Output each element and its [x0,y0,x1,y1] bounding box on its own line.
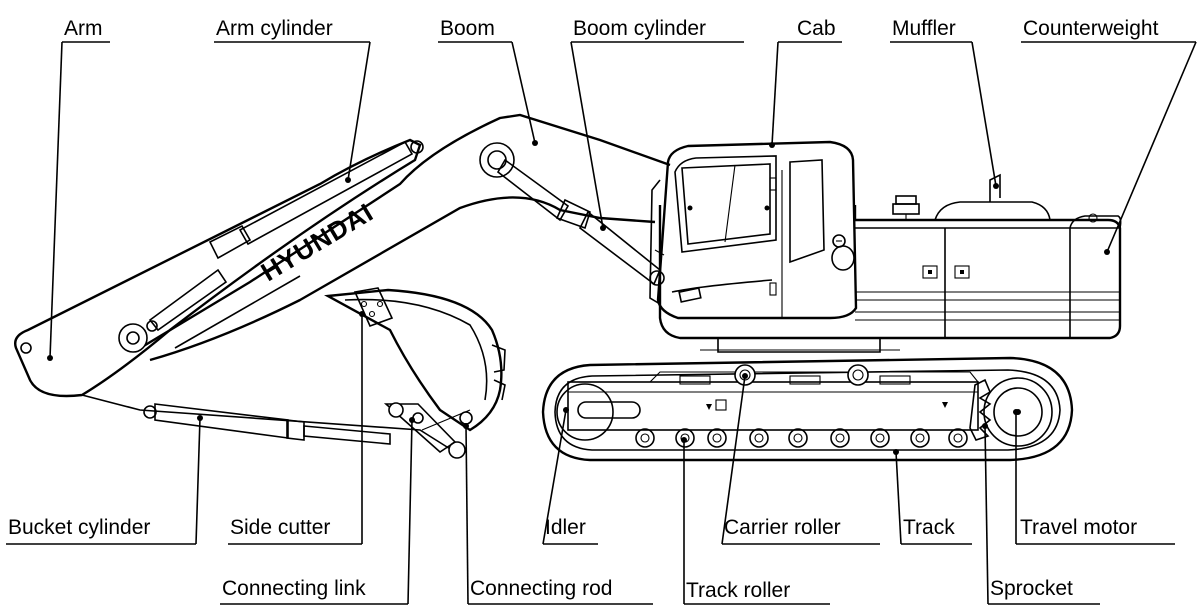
svg-text:Track roller: Track roller [686,579,790,602]
label-track: Track [893,449,972,545]
svg-text:Muffler: Muffler [892,17,956,40]
label-bucket-cylinder: Bucket cylinder [6,415,203,545]
svg-text:Boom: Boom [440,17,495,40]
svg-text:Boom cylinder: Boom cylinder [573,17,706,40]
track-rollers [635,428,968,448]
label-travel-motor: Travel motor [1013,409,1175,545]
label-track-roller: Track roller [681,437,830,605]
label-arm: Arm [47,17,110,361]
label-arm-cylinder: Arm cylinder [214,17,371,183]
svg-text:Arm cylinder: Arm cylinder [216,17,333,40]
svg-text:Travel motor: Travel motor [1020,516,1137,539]
label-idler: Idler [542,407,598,545]
bucket-drawing [324,287,506,459]
sprocket-wheel [969,377,1053,447]
boom-cylinder-drawing [496,158,665,286]
svg-text:Side cutter: Side cutter [230,516,330,539]
svg-text:Idler: Idler [545,516,586,539]
label-connecting-link: Connecting link [220,417,415,605]
label-cab: Cab [769,17,842,148]
svg-text:Sprocket: Sprocket [990,577,1073,600]
svg-text:Bucket cylinder: Bucket cylinder [8,516,150,539]
hyundai-logo: HYUNDAI [256,197,379,287]
label-connecting-rod: Connecting rod [463,423,653,605]
bucket-cylinder-drawing [143,403,391,445]
svg-text:Carrier roller: Carrier roller [724,516,841,539]
svg-text:Counterweight: Counterweight [1023,17,1159,40]
upper-structure [658,173,1122,340]
cab-drawing [649,140,858,320]
label-sprocket: Sprocket [982,423,1100,605]
track-assembly [541,356,1074,462]
label-boom: Boom [438,17,538,146]
svg-text:Connecting rod: Connecting rod [470,577,612,600]
label-carrier-roller: Carrier roller [721,373,880,545]
label-boom-cylinder: Boom cylinder [570,17,744,231]
arm-cylinder-drawing [146,140,414,332]
idler-wheel [556,383,614,441]
svg-text:Track: Track [903,516,955,539]
label-side-cutter: Side cutter [228,311,365,545]
arm-drawing [14,138,456,453]
label-muffler: Muffler [890,17,999,189]
svg-text:Arm: Arm [64,17,103,40]
label-counterweight: Counterweight [1021,17,1197,255]
svg-text:Cab: Cab [797,17,836,40]
svg-text:Connecting link: Connecting link [222,577,366,600]
